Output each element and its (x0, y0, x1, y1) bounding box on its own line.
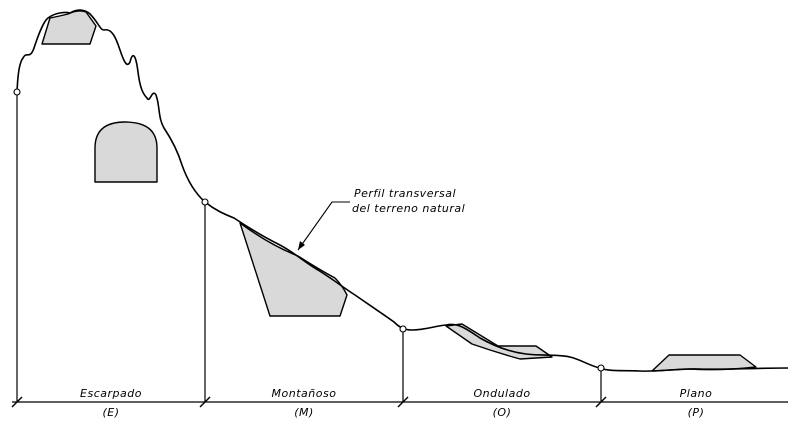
annotation-arrowhead (298, 241, 305, 250)
segment-label-montanoso: Montañoso (272, 387, 337, 400)
segment-code-ondulado: (O) (493, 406, 512, 419)
annotation-line2: del terreno natural (352, 202, 465, 215)
segment-code-montanoso: (M) (294, 406, 314, 419)
segment-code-escarpado: (E) (102, 406, 119, 419)
profile-node-3 (399, 325, 407, 333)
segment-code-plano: (P) (688, 406, 705, 419)
mountain-section (239, 222, 348, 317)
profile-node-4 (597, 364, 605, 372)
dimension-tick (11, 396, 23, 408)
tunnel-section (94, 121, 158, 183)
profile-node-2 (201, 198, 209, 206)
annotation-line1: Perfil transversal (354, 187, 456, 200)
segment-label-escarpado: Escarpado (80, 387, 142, 400)
segment-label-plano: Plano (680, 387, 713, 400)
segment-label-ondulado: Ondulado (473, 387, 530, 400)
annotation-leader (297, 201, 350, 251)
profile-node-1 (13, 88, 21, 96)
dimension-tick (595, 396, 607, 408)
rolling-section (445, 323, 553, 360)
dimension-tick (397, 396, 409, 408)
dimension-tick (199, 396, 211, 408)
